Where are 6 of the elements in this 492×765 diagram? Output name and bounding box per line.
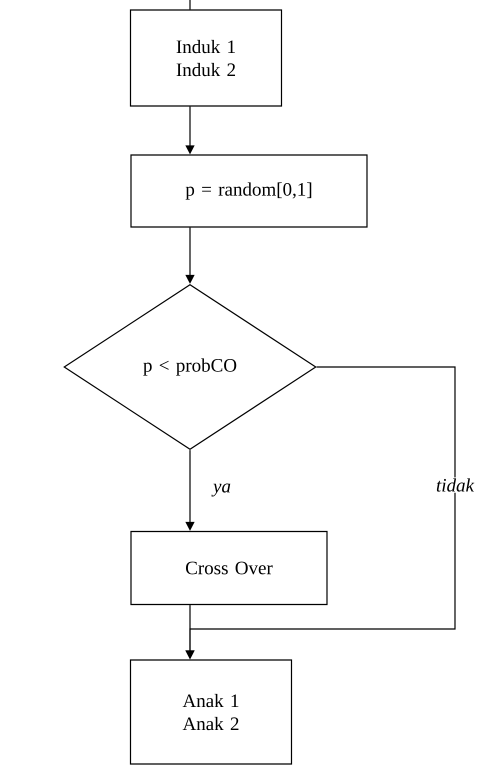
- process-box: p = random[0,1]: [130, 154, 368, 228]
- process-box: Cross Over: [130, 530, 328, 606]
- edge-label: ya: [211, 482, 232, 498]
- process-box: Induk 1 Induk 2: [130, 9, 282, 107]
- process-box: Anak 1 Anak 2: [130, 659, 292, 765]
- edge-label: tidak: [435, 477, 475, 493]
